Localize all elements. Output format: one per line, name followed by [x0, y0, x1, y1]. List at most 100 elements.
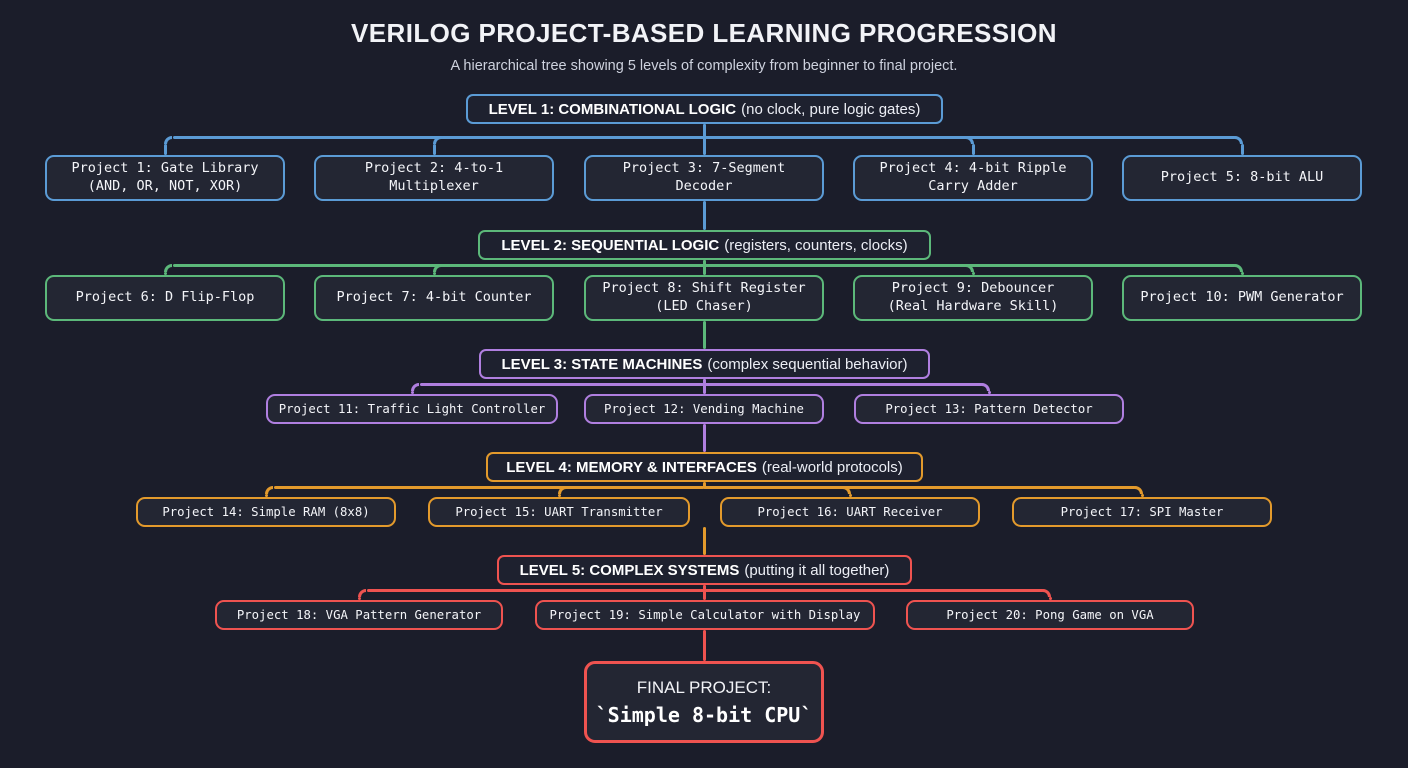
project-node-line: Project 14: Simple RAM (8x8): [162, 504, 370, 519]
project-node[interactable]: Project 9: Debouncer(Real Hardware Skill…: [853, 275, 1093, 321]
level-banner-label: LEVEL 1: COMBINATIONAL LOGIC: [488, 100, 737, 118]
project-node-line: Project 4: 4-bit Ripple: [879, 160, 1067, 177]
connector-drop: [265, 494, 268, 497]
connector-corner: [164, 136, 172, 144]
level-banner-4[interactable]: LEVEL 4: MEMORY & INTERFACES(real-world …: [486, 452, 923, 482]
connector-corner: [433, 264, 441, 272]
project-node-label: Project 6: D Flip-Flop: [76, 289, 255, 307]
connector-level-spine: [703, 201, 706, 230]
connector-bus: [367, 589, 704, 592]
connector-drop: [988, 391, 991, 394]
connector-drop: [849, 494, 852, 497]
connector-drop: [1241, 144, 1244, 155]
project-node[interactable]: Project 20: Pong Game on VGA: [906, 600, 1194, 630]
project-node[interactable]: Project 15: UART Transmitter: [428, 497, 690, 527]
connector-drop: [1049, 597, 1052, 600]
final-project-node[interactable]: FINAL PROJECT: `Simple 8-bit CPU`: [584, 661, 824, 743]
project-node-label: Project 12: Vending Machine: [604, 401, 804, 417]
project-node[interactable]: Project 1: Gate Library(AND, OR, NOT, XO…: [45, 155, 285, 201]
connector-drop: [703, 260, 706, 275]
project-node[interactable]: Project 14: Simple RAM (8x8): [136, 497, 396, 527]
connector-banner-stub: [703, 482, 706, 489]
level-banner-label: LEVEL 4: MEMORY & INTERFACES: [506, 458, 757, 476]
project-node[interactable]: Project 6: D Flip-Flop: [45, 275, 285, 321]
project-node[interactable]: Project 2: 4-to-1 Multiplexer: [314, 155, 554, 201]
project-node[interactable]: Project 8: Shift Register(LED Chaser): [584, 275, 824, 321]
connector-corner: [982, 383, 990, 391]
connector-bus: [704, 383, 983, 386]
level-banner-2[interactable]: LEVEL 2: SEQUENTIAL LOGIC(registers, cou…: [478, 230, 931, 260]
final-project-title: `Simple 8-bit CPU`: [595, 702, 813, 727]
project-node-label: Project 2: 4-to-1 Multiplexer: [324, 160, 544, 196]
project-node-label: Project 3: 7-Segment Decoder: [594, 160, 814, 196]
connector-bus: [704, 486, 1136, 489]
connector-bus: [274, 486, 704, 489]
project-node-label: Project 17: SPI Master: [1061, 504, 1224, 520]
project-node-line: (Real Hardware Skill): [887, 298, 1059, 314]
project-node[interactable]: Project 5: 8-bit ALU: [1122, 155, 1362, 201]
connector-corner: [1135, 486, 1143, 494]
project-node-label: Project 20: Pong Game on VGA: [946, 607, 1153, 623]
project-node[interactable]: Project 11: Traffic Light Controller: [266, 394, 558, 424]
project-node-line: Project 17: SPI Master: [1060, 504, 1224, 519]
project-node-line: Project 20: Pong Game on VGA: [946, 607, 1154, 622]
page-subtitle: A hierarchical tree showing 5 levels of …: [450, 58, 958, 74]
connector-bus: [567, 486, 704, 489]
connector-corner: [1043, 589, 1051, 597]
project-node-label: Project 9: Debouncer(Real Hardware Skill…: [888, 280, 1059, 316]
project-node[interactable]: Project 17: SPI Master: [1012, 497, 1272, 527]
project-node-label: Project 14: Simple RAM (8x8): [162, 504, 369, 520]
level-banner-5[interactable]: LEVEL 5: COMPLEX SYSTEMS(putting it all …: [497, 555, 912, 585]
project-node-line: Project 7: 4-bit Counter: [336, 289, 532, 306]
level-banner-label: LEVEL 5: COMPLEX SYSTEMS: [519, 561, 740, 579]
project-node[interactable]: Project 12: Vending Machine: [584, 394, 824, 424]
page-title: VERILOG PROJECT-BASED LEARNING PROGRESSI…: [351, 18, 1057, 48]
connector-corner: [558, 486, 566, 494]
connector-drop: [703, 124, 706, 155]
final-project-heading: FINAL PROJECT:: [636, 677, 772, 697]
project-node-label: Project 19: Simple Calculator with Displ…: [550, 607, 861, 623]
project-node-line: Project 5: 8-bit ALU: [1160, 169, 1324, 186]
connector-corner: [358, 589, 366, 597]
connector-drop: [411, 391, 414, 394]
project-node-line: Project 2: 4-to-1 Multiplexer: [364, 160, 504, 194]
project-node[interactable]: Project 7: 4-bit Counter: [314, 275, 554, 321]
project-node[interactable]: Project 16: UART Receiver: [720, 497, 980, 527]
level-banner-1[interactable]: LEVEL 1: COMBINATIONAL LOGIC(no clock, p…: [466, 94, 943, 124]
project-node-line: Project 6: D Flip-Flop: [75, 289, 255, 306]
connector-drop: [1241, 272, 1244, 275]
project-node[interactable]: Project 19: Simple Calculator with Displ…: [535, 600, 875, 630]
connector-bus: [704, 589, 1044, 592]
connector-drop: [164, 272, 167, 275]
connector-final-spine: [703, 630, 706, 661]
project-node-line: Project 9: Debouncer: [891, 280, 1055, 297]
connector-bus: [442, 264, 704, 267]
connector-corner: [164, 264, 172, 272]
connector-corner: [1235, 136, 1243, 144]
project-node-label: Project 1: Gate Library(AND, OR, NOT, XO…: [72, 160, 259, 196]
project-node-line: (LED Chaser): [655, 298, 753, 314]
connector-corner: [433, 136, 441, 144]
project-node-line: Project 16: UART Receiver: [757, 504, 943, 519]
project-node[interactable]: Project 18: VGA Pattern Generator: [215, 600, 503, 630]
project-node[interactable]: Project 13: Pattern Detector: [854, 394, 1124, 424]
project-node-line: Project 11: Traffic Light Controller: [278, 401, 546, 416]
connector-drop: [164, 144, 167, 155]
project-node-label: Project 10: PWM Generator: [1140, 289, 1343, 307]
connector-drop: [972, 272, 975, 275]
level-banner-note: (putting it all together): [744, 561, 890, 579]
connector-bus: [704, 136, 1236, 139]
connector-drop: [1141, 494, 1144, 497]
project-node[interactable]: Project 3: 7-Segment Decoder: [584, 155, 824, 201]
project-node-label: Project 11: Traffic Light Controller: [279, 401, 546, 417]
project-node-line: Project 19: Simple Calculator with Displ…: [549, 607, 861, 622]
project-node-label: Project 13: Pattern Detector: [885, 401, 1092, 417]
project-node[interactable]: Project 10: PWM Generator: [1122, 275, 1362, 321]
level-banner-3[interactable]: LEVEL 3: STATE MACHINES(complex sequenti…: [479, 349, 930, 379]
connector-corner: [265, 486, 273, 494]
project-node-label: Project 8: Shift Register(LED Chaser): [602, 280, 805, 316]
diagram-header: VERILOG PROJECT-BASED LEARNING PROGRESSI…: [0, 0, 1408, 74]
